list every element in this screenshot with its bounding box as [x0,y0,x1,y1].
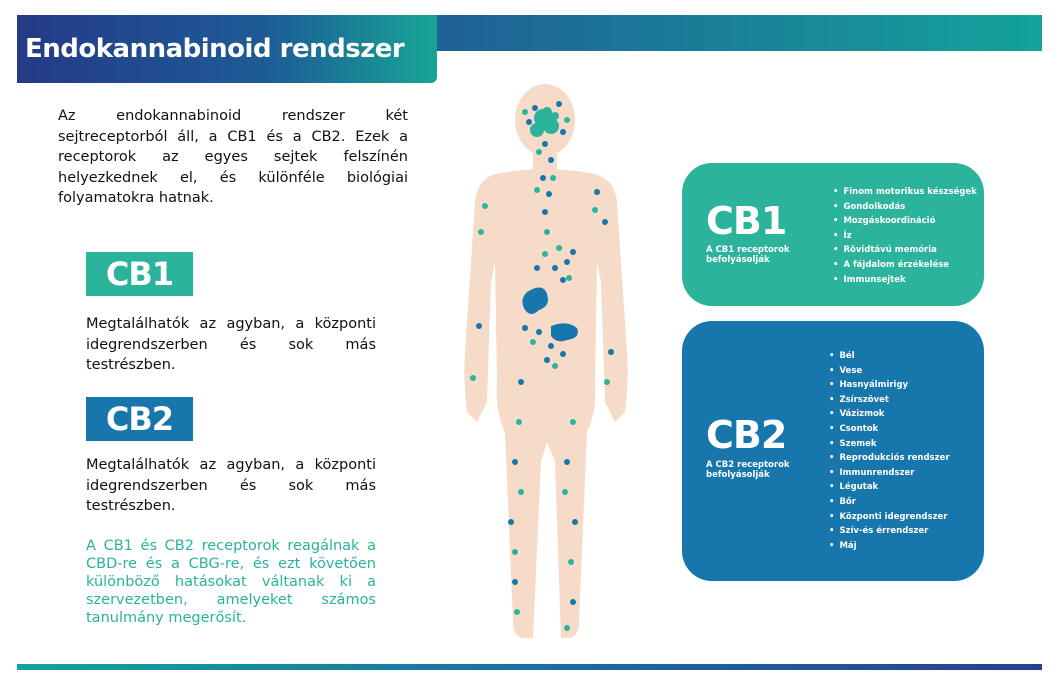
list-item: Bőr [829,495,950,510]
receptor-dots-teal [470,109,610,631]
list-item: Bél [829,349,950,364]
list-item: Központi idegrendszer [829,510,950,525]
cb1-description: Megtalálhatók az agyban, a központi ideg… [86,316,376,373]
list-item: Rövidtávú memória [833,243,977,258]
list-item: Légutak [829,480,950,495]
list-item: Hasnyálmirigy [829,378,950,393]
page-title: Endokannabinoid rendszer [25,34,405,64]
footer-band [17,664,1042,670]
list-item: Szemek [829,437,950,452]
title-banner: Endokannabinoid rendszer [17,15,437,83]
cb1-effects-list: Finom motorikus készségek Gondolkodás Mo… [833,185,977,288]
intro-paragraph: Az endokannabinoid rendszer két sejtrece… [58,108,408,206]
cb1-card-title: CB1 [706,199,787,243]
cb1-card-subtitle: A CB1 receptorok befolyásolják [706,245,790,265]
list-item: Íz [833,229,977,244]
list-item: Zsírszövet [829,393,950,408]
list-item: Gondolkodás [833,200,977,215]
list-item: Vázizmok [829,407,950,422]
list-item: Finom motorikus készségek [833,185,976,200]
cb2-card-title: CB2 [706,413,787,457]
brain-cluster-teal [530,107,559,137]
cb1-info-card: CB1 A CB1 receptorok befolyásolják Finom… [682,163,984,306]
kidney-shape [522,287,578,342]
cb1-badge: CB1 [86,252,193,296]
list-item: Szív-és érrendszer [829,524,950,539]
human-body-illustration [464,84,628,638]
list-item: Máj [829,539,950,554]
list-item: Mozgáskoordináció [833,214,977,229]
cb2-effects-list: Bél Vese Hasnyálmirigy Zsírszövet Vázizm… [829,349,950,554]
list-item: Immunrendszer [829,466,950,481]
cb2-description: Megtalálhatók az agyban, a központi ideg… [86,457,376,514]
list-item: Vese [829,364,950,379]
receptor-dots-blue [476,101,614,605]
list-item: Csontok [829,422,950,437]
cb2-info-card: CB2 A CB2 receptorok befolyásolják Bél V… [682,321,984,581]
cbd-cbg-note: A CB1 és CB2 receptorok reagálnak a CBD-… [86,538,376,626]
list-item: Reprodukciós rendszer [829,451,949,466]
list-item: Immunsejtek [833,273,977,288]
cb2-badge: CB2 [86,397,193,441]
list-item: A fájdalom érzékelése [833,258,977,273]
cb2-card-subtitle: A CB2 receptorok befolyásolják [706,460,790,480]
